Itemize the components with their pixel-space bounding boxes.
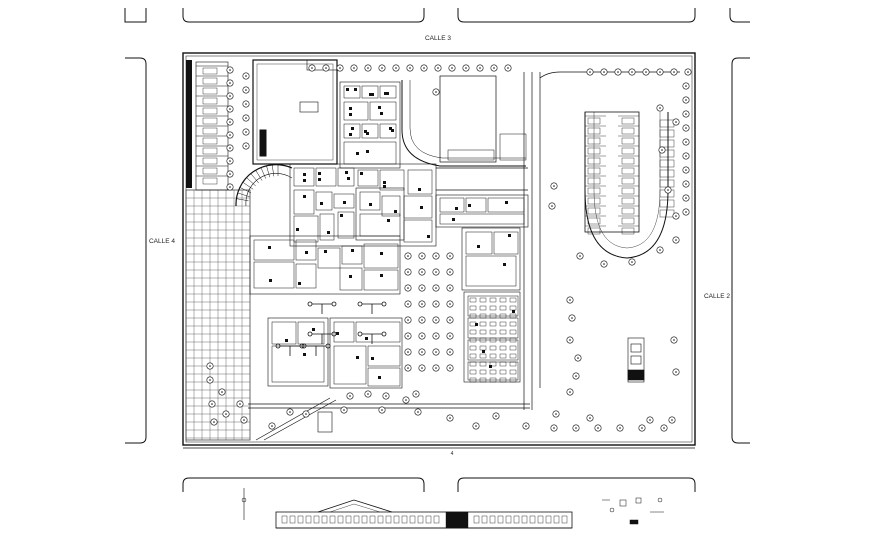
street-label-east: CALLE 2 — [704, 293, 730, 300]
west-wall-strip — [186, 60, 192, 188]
section-marker: 4 — [451, 451, 454, 457]
north-courtyard — [401, 75, 527, 167]
east-parking — [584, 111, 675, 259]
plaza-furniture — [275, 301, 387, 356]
east-kiosk — [627, 337, 645, 383]
round-lobby — [235, 164, 293, 207]
central-complex — [249, 81, 529, 389]
elevation-drawing — [241, 488, 573, 529]
street-label-west: CALLE 4 — [149, 238, 175, 245]
neighbor-blocks — [124, 8, 750, 492]
small-hut — [317, 411, 333, 433]
site-boundary — [182, 52, 696, 449]
trees — [206, 64, 692, 432]
diagonal-path — [255, 397, 337, 441]
elevation-symbols — [602, 497, 664, 525]
nw-parking — [195, 61, 229, 191]
north-building — [252, 59, 338, 165]
street-label-north: CALLE 3 — [425, 35, 451, 42]
internal-road — [248, 71, 680, 410]
